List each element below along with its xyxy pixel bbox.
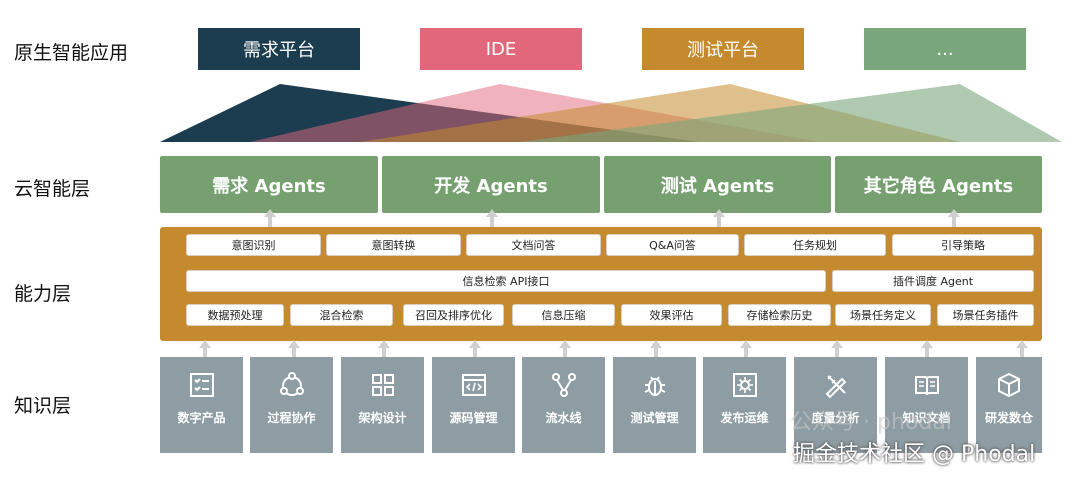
knowledge-box-knowledge-docs: 知识文档 xyxy=(885,357,968,453)
agent-box-testing: 测试 Agents xyxy=(604,156,831,213)
app-label: 测试平台 xyxy=(687,40,759,61)
layer-label-cloud: 云智能层 xyxy=(14,178,91,200)
knowledge-box-architecture: 架构设计 xyxy=(341,357,424,453)
app-label: IDE xyxy=(485,38,517,60)
agent-box-other-roles: 其它角色 Agents xyxy=(835,156,1042,213)
grid-blocks-icon xyxy=(371,374,394,396)
collaboration-cycle-icon xyxy=(279,372,304,396)
cap-plugin-dispatch-agent: 插件调度 Agent xyxy=(832,270,1034,292)
agent-label: 其它角色 Agents xyxy=(863,175,1014,197)
cap-hybrid-retrieval: 混合检索 xyxy=(290,304,393,326)
knowledge-label: 发布运维 xyxy=(720,411,769,425)
knowledge-box-release-ops: 发布运维 xyxy=(703,357,786,453)
cube-icon xyxy=(998,372,1020,398)
cap-effect-evaluation: 效果评估 xyxy=(621,304,722,326)
knowledge-box-metrics-analysis: 度量分析 xyxy=(794,357,877,453)
watermark-faint: 公众号 · phodal xyxy=(790,410,952,435)
app-label: 需求平台 xyxy=(243,40,315,61)
knowledge-label: 过程协作 xyxy=(267,411,316,425)
knowledge-label: 架构设计 xyxy=(358,411,407,425)
cap-scenario-task-plugin: 场景任务插件 xyxy=(937,304,1034,326)
agent-box-requirements: 需求 Agents xyxy=(160,156,378,213)
agent-label: 需求 Agents xyxy=(212,175,326,197)
app-fan-triangles xyxy=(160,84,1062,142)
agent-label: 开发 Agents xyxy=(434,175,548,197)
app-box-requirements: 需求平台 xyxy=(198,28,360,70)
cap-retrieval-history: 存储检索历史 xyxy=(728,304,831,326)
cap-qa: Q&A问答 xyxy=(606,234,739,256)
knowledge-label: 研发数仓 xyxy=(984,411,1033,425)
app-box-others: ... xyxy=(864,28,1026,70)
knowledge-label: 知识文档 xyxy=(902,411,951,425)
cap-retrieval-api: 信息检索 API接口 xyxy=(186,270,826,292)
app-label: ... xyxy=(936,38,954,60)
knowledge-label: 测试管理 xyxy=(630,411,679,425)
knowledge-label: 源码管理 xyxy=(449,411,498,425)
book-icon xyxy=(914,376,939,396)
knowledge-label: 度量分析 xyxy=(811,411,860,425)
cap-info-compression: 信息压缩 xyxy=(512,304,615,326)
gear-deploy-icon xyxy=(732,373,757,397)
knowledge-box-process-collaboration: 过程协作 xyxy=(250,357,333,453)
watermark: 掘金技术社区 @ Phodal xyxy=(793,442,1036,467)
pipeline-icon xyxy=(551,373,576,397)
cap-data-preprocessing: 数据预处理 xyxy=(186,304,284,326)
knowledge-box-pipeline: 流水线 xyxy=(522,357,605,453)
fan-triangle-others xyxy=(520,84,1062,142)
knowledge-label: 数字产品 xyxy=(177,411,226,425)
layer-label-apps: 原生智能应用 xyxy=(14,42,129,64)
layer-label-knowledge: 知识层 xyxy=(14,395,72,417)
checklist-icon xyxy=(189,373,214,397)
cap-recall-ranking: 召回及排序优化 xyxy=(403,304,504,326)
app-box-ide: IDE xyxy=(420,28,582,70)
cap-intent-conversion: 意图转换 xyxy=(326,234,461,256)
cap-guidance-strategy: 引导策略 xyxy=(892,234,1034,256)
ruler-pencil-icon xyxy=(825,375,846,399)
knowledge-box-digital-product: 数字产品 xyxy=(160,357,243,453)
knowledge-box-test-management: 测试管理 xyxy=(613,357,696,453)
bug-icon xyxy=(644,376,665,396)
app-box-testing: 测试平台 xyxy=(642,28,804,70)
capability-panel: 意图识别 意图转换 文档问答 Q&A问答 任务规划 引导策略 信息检索 API接… xyxy=(160,227,1042,341)
agent-box-development: 开发 Agents xyxy=(382,156,600,213)
cap-task-planning: 任务规划 xyxy=(744,234,886,256)
knowledge-box-rd-warehouse: 研发数仓 xyxy=(976,357,1042,453)
cap-intent-recognition: 意图识别 xyxy=(186,234,321,256)
cap-scenario-task-definition: 场景任务定义 xyxy=(835,304,931,326)
layer-label-capability: 能力层 xyxy=(14,283,72,305)
agent-label: 测试 Agents xyxy=(660,175,775,197)
cap-doc-qa: 文档问答 xyxy=(466,234,601,256)
code-window-icon xyxy=(461,374,486,396)
knowledge-box-source-control: 源码管理 xyxy=(432,357,515,453)
knowledge-label: 流水线 xyxy=(545,411,582,425)
